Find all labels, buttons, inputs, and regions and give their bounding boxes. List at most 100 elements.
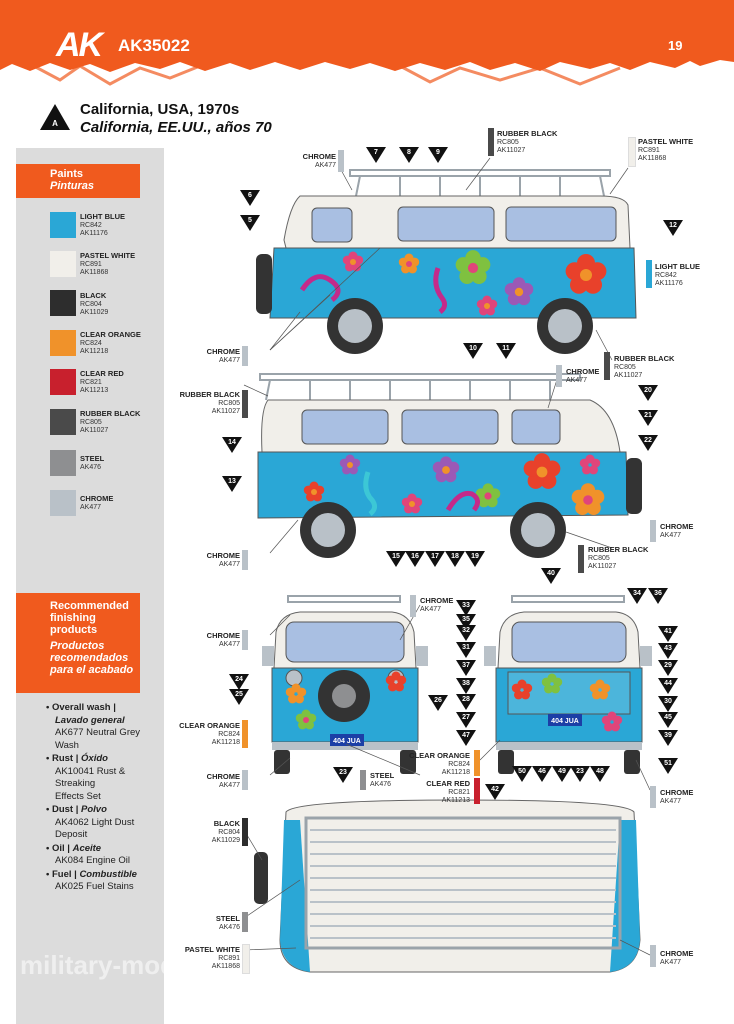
ak-logo: AK: [56, 26, 103, 64]
callout-marker: 7: [366, 147, 386, 163]
color-bar: [646, 260, 652, 288]
callout-marker: 42: [485, 784, 505, 800]
callout-marker: 43: [658, 643, 678, 659]
van-side-left: [257, 373, 642, 558]
color-bar: [242, 630, 248, 650]
color-bar: [650, 520, 656, 542]
color-bar: [488, 128, 494, 156]
callout-marker: 34: [627, 588, 647, 604]
callout-marker: 12: [663, 220, 683, 236]
callout-marker: 51: [658, 758, 678, 774]
callout-marker: 10: [463, 343, 483, 359]
watermark-sub: .info: [228, 984, 245, 994]
callout-marker: 35: [456, 614, 476, 630]
swatch-chrome: [50, 490, 76, 516]
van-rear: 404 JUA: [484, 595, 652, 774]
callout-marker: 50: [512, 766, 532, 782]
swatch-pastel-white: [50, 251, 76, 277]
scheme-badge-icon: A: [40, 104, 70, 130]
callout-marker: 5: [240, 215, 260, 231]
color-bar: [556, 365, 562, 387]
product-code: AK35022: [118, 36, 190, 55]
page-number: 19: [668, 38, 683, 53]
color-bar: [242, 818, 248, 846]
callout-marker: 41: [658, 626, 678, 642]
callout-marker: 19: [465, 551, 485, 567]
callout-marker: 24: [229, 674, 249, 690]
color-bar: [578, 545, 584, 573]
swatch-rubber-black: [50, 409, 76, 435]
callout-marker: 37: [456, 660, 476, 676]
swatch-steel: [50, 450, 76, 476]
scheme-title: California, USA, 1970s: [80, 101, 240, 118]
color-bar: [242, 346, 248, 366]
swatch-clear-orange: [50, 330, 76, 356]
header-banner: [0, 0, 734, 86]
color-bar: [338, 150, 344, 172]
callout-marker: 11: [496, 343, 516, 359]
callout-marker: 48: [590, 766, 610, 782]
callout-marker: 26: [428, 695, 448, 711]
color-bar: [410, 595, 416, 617]
callout-marker: 15: [386, 551, 406, 567]
recommended-heading: Recommended finishing products Productos…: [16, 593, 140, 693]
color-bar: [628, 137, 636, 167]
callout-marker: 23: [333, 767, 353, 783]
callout-marker: 31: [456, 642, 476, 658]
callout-marker: 46: [532, 766, 552, 782]
callout-marker: 40: [541, 568, 561, 584]
watermark: military-models: [20, 950, 212, 980]
color-bar: [242, 912, 248, 932]
callout-marker: 22: [638, 435, 658, 451]
callout-marker: 39: [658, 730, 678, 746]
color-bar: [474, 750, 480, 776]
color-bar: [474, 778, 480, 804]
color-bar: [242, 770, 248, 790]
color-bar: [650, 786, 656, 808]
callout-marker: 25: [229, 689, 249, 705]
callout-marker: 44: [658, 678, 678, 694]
scheme-title-es: California, EE.UU., años 70: [80, 119, 272, 136]
callout-marker: 49: [552, 766, 572, 782]
callout-marker: 9: [428, 147, 448, 163]
callout-marker: 32: [456, 625, 476, 641]
callout-marker: 47: [456, 730, 476, 746]
sidebar: [16, 148, 164, 1024]
callout-marker: 38: [456, 678, 476, 694]
callout-marker: 36: [648, 588, 668, 604]
color-bar: [650, 945, 656, 967]
callout-marker: 27: [456, 712, 476, 728]
callout-marker: 17: [425, 551, 445, 567]
color-bar: [242, 944, 250, 974]
callout-marker: 13: [222, 476, 242, 492]
callout-marker: 30: [658, 696, 678, 712]
